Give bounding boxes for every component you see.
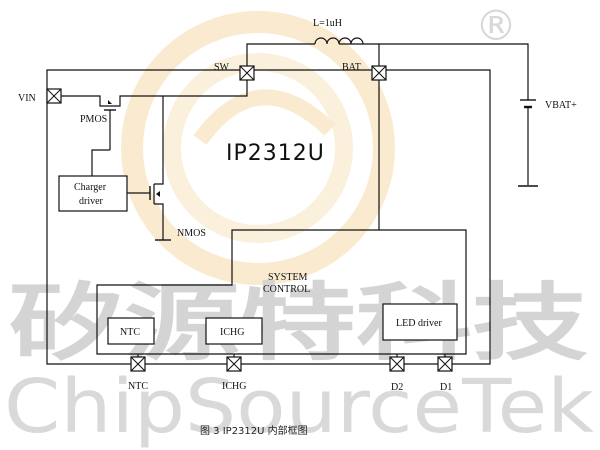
chip-name: IP2312U [226,141,325,166]
system-control-label-1: SYSTEM [268,272,308,283]
system-control-label-2: CONTROL [263,284,310,295]
ichg-block [205,317,263,345]
watermark-cjk-text: 矽源特科技 [8,273,588,372]
pin-ntc [130,356,146,372]
led-driver-label: LED driver [396,318,442,329]
driver-to-pmos-wire [91,149,110,176]
pmos-transistor [98,95,124,150]
pin-sw [239,65,255,81]
charger-driver-block [58,175,128,212]
pin-vin-label: VIN [18,93,36,104]
ichg-block-label: ICHG [220,327,244,338]
pin-d1 [437,356,453,372]
pin-ichg-label: ICHG [222,381,246,392]
pin-bat-label: BAT [342,62,361,73]
ntc-block [107,317,155,345]
ntc-block-label: NTC [120,327,140,338]
nmos-transistor [149,176,171,241]
battery-symbol [518,99,538,187]
pin-ntc-label: NTC [128,381,148,392]
pin-d2 [389,356,405,372]
inductor-label: L=1uH [313,18,342,29]
inductor [246,37,529,100]
chip-outline [46,69,491,365]
pin-d2-label: D2 [391,382,403,393]
pin-sw-label: SW [214,62,230,73]
watermark-latin-text: ChipSourceTek [4,364,594,450]
pmos-to-sw-wire [124,80,248,97]
led-driver-block [382,303,458,341]
watermark-logo [121,11,395,285]
pmos-label: PMOS [80,114,107,125]
figure-caption: 图 3 IP2312U 内部框图 [200,424,308,437]
system-control-block [96,229,467,355]
pin-ichg [226,356,242,372]
pin-d1-label: D1 [440,382,452,393]
charger-driver-label-2: driver [79,196,104,207]
nmos-label: NMOS [177,228,206,239]
pin-bat [371,65,387,81]
pin-vin [46,88,62,104]
battery-label: VBAT+ [545,100,577,111]
watermark-registered-symbol: ® [475,1,517,50]
charger-driver-label-1: Charger [74,182,107,193]
